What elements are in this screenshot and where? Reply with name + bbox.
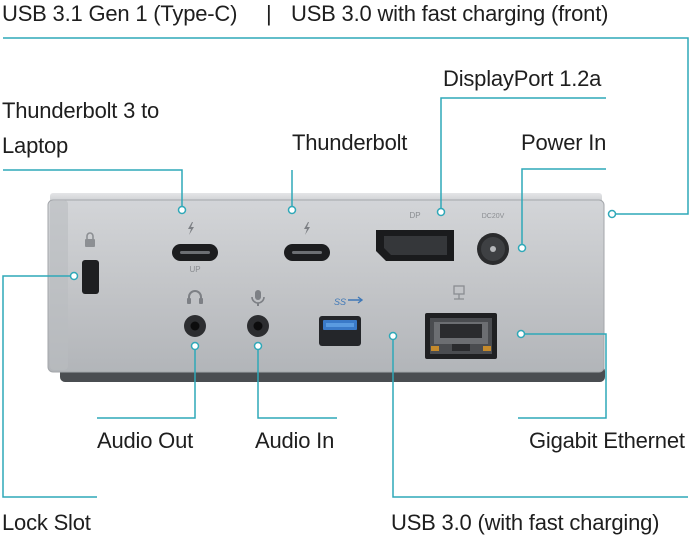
label-gigabit-ethernet: Gigabit Ethernet <box>529 428 685 453</box>
dot-usb-front <box>607 209 617 219</box>
label-displayport: DisplayPort 1.2a <box>443 66 602 91</box>
headphones-icon <box>188 290 202 302</box>
leader-usb30 <box>392 336 688 498</box>
displayport-port: DP <box>376 211 454 261</box>
usb-ss-text: SS <box>334 297 346 307</box>
dot-power-in <box>517 243 527 253</box>
label-audio-out: Audio Out <box>97 428 194 453</box>
leader-usb-front <box>3 37 689 215</box>
dot-lock-slot <box>69 271 79 281</box>
leader-ethernet <box>518 333 607 419</box>
label-separator: | <box>266 1 272 26</box>
thunderbolt-icon <box>188 222 194 235</box>
leader-power-in <box>521 168 606 245</box>
dot-ethernet <box>516 329 526 339</box>
leader-lines <box>2 37 689 498</box>
leader-audio-out <box>97 346 196 419</box>
label-thunderbolt-laptop-line1: Thunderbolt 3 to <box>2 98 160 123</box>
label-audio-in: Audio In <box>255 428 335 453</box>
label-lock-slot: Lock Slot <box>2 510 91 535</box>
up-text: UP <box>189 265 200 274</box>
leader-audio-in <box>257 346 337 419</box>
leader-thunderbolt-laptop <box>3 169 183 206</box>
power-in-port: DC20V <box>477 213 509 265</box>
dot-displayport <box>436 207 446 217</box>
leader-lock-slot <box>2 275 97 498</box>
label-thunderbolt-laptop-line2: Laptop <box>2 133 69 158</box>
thunderbolt3-laptop-port: UP <box>172 222 218 274</box>
usb30-port: SS <box>319 296 364 346</box>
thunderbolt-port <box>284 222 330 261</box>
label-usb30-fast-charging: USB 3.0 (with fast charging) <box>391 510 660 535</box>
label-usb31-gen1: USB 3.1 Gen 1 (Type-C) <box>2 1 238 26</box>
ethernet-port <box>425 285 497 359</box>
leader-dots <box>69 205 617 351</box>
label-usb30-front: USB 3.0 with fast charging (front) <box>291 1 609 26</box>
dot-audio-in <box>253 341 263 351</box>
lock-icon <box>85 232 95 247</box>
dp-text: DP <box>409 211 420 220</box>
thunderbolt-icon <box>304 222 310 235</box>
dot-audio-out <box>190 341 200 351</box>
label-power-in: Power In <box>521 130 607 155</box>
dc-in-text: DC20V <box>482 213 505 220</box>
dot-usb30 <box>388 331 398 341</box>
leader-displayport <box>440 97 606 212</box>
network-icon <box>453 285 465 300</box>
audio-out-port <box>184 290 206 337</box>
dot-thunderbolt-laptop <box>177 205 187 215</box>
label-thunderbolt: Thunderbolt <box>292 130 408 155</box>
dot-thunderbolt <box>287 205 297 215</box>
usb-trident-icon <box>348 296 364 304</box>
audio-in-port <box>247 290 269 337</box>
microphone-icon <box>251 290 265 306</box>
lock-slot-port <box>82 232 99 294</box>
